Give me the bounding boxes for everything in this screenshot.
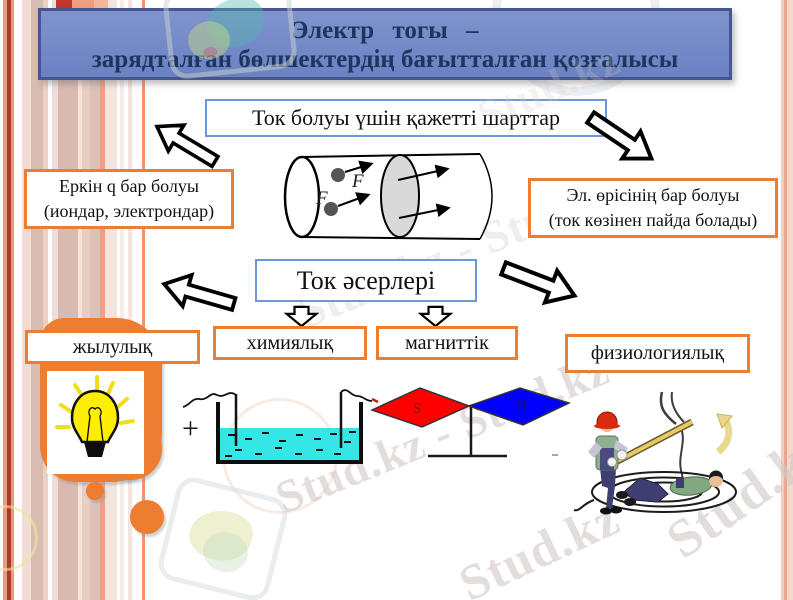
background-stripe (142, 0, 145, 600)
effect-box-physiological: физиологиялық (565, 334, 750, 373)
background-stripe (128, 0, 132, 600)
effect-label-physiological: физиологиялық (590, 342, 725, 364)
background-stripe (82, 0, 90, 600)
title-banner: Электр тогы – зарядталған бөлшектердің б… (38, 8, 732, 80)
north-pole-label: N (516, 398, 527, 414)
left-condition-box: Еркін q бар болуы (иондар, электрондар) (24, 169, 234, 229)
orange-bubble-circle (86, 482, 104, 500)
effect-label-thermal: жылулық (72, 336, 153, 358)
orange-bubble-circle (130, 500, 164, 534)
left-condition-line2: (иондар, электрондар) (43, 201, 215, 221)
down-arrow-to-magnetic (417, 305, 454, 328)
victim-figure (616, 470, 723, 506)
background-stripe (787, 0, 793, 600)
rescuer-figure (588, 411, 694, 515)
effect-box-chemical: химиялық (213, 326, 367, 360)
charge-particle (324, 202, 338, 216)
background-stripe (58, 0, 78, 600)
left-condition-line1: Еркін q бар болуы (58, 176, 200, 196)
down-arrow-to-chemical (283, 305, 320, 328)
polarity-label: + (182, 412, 199, 445)
background-stripe (105, 0, 117, 600)
charge-cylinder-diagram: F F (278, 142, 508, 260)
background-stripe (52, 0, 58, 600)
background-stripe (784, 0, 787, 600)
force-label: F (315, 188, 328, 209)
background-stripe (31, 0, 43, 600)
electrical-safety-scene (572, 391, 744, 530)
block-arrow-to-left-condition (143, 106, 228, 183)
background-stripe (43, 0, 48, 600)
right-condition-line1: Эл. өрісінің бар болуы (566, 185, 740, 205)
stud-logo-watermark (161, 0, 299, 81)
background-stripe (22, 0, 31, 600)
block-arrow-to-thermal (145, 261, 252, 327)
block-arrow-to-right-condition (575, 95, 668, 180)
electrolysis-bath-icon: + (178, 388, 383, 496)
background-stripe (100, 0, 105, 600)
effects-header-box: Ток әсерлері (255, 259, 477, 302)
conditions-header-box: Ток болуы үшін қажетті шарттар (205, 99, 607, 137)
background-stripe (3, 0, 7, 600)
background-stripe (11, 0, 14, 600)
right-condition-line2: (ток көзінен пайда болады) (548, 210, 758, 230)
background-stripe (7, 0, 11, 600)
background-stripe (90, 0, 100, 600)
south-pole-label: S (413, 401, 421, 417)
compass-magnet-icon: S N (369, 385, 578, 465)
block-arrow-to-physiological (485, 244, 593, 319)
background-stripe (78, 0, 82, 600)
effect-box-thermal: жылулық (25, 330, 200, 364)
title-line1: Электр тогы – (291, 17, 479, 44)
effect-box-magnetic: магниттік (376, 326, 518, 360)
force-label: F (351, 171, 364, 192)
background-stripe (120, 0, 124, 600)
north-pole-needle (466, 387, 572, 426)
conditions-header-label: Ток болуы үшін қажетті шарттар (251, 105, 561, 130)
effects-header-label: Ток әсерлері (296, 266, 436, 295)
light-bulb-image (47, 371, 144, 474)
title-line2: зарядталған бөлшектердің бағытталған қоз… (91, 46, 679, 73)
effect-label-chemical: химиялық (246, 332, 334, 354)
charge-particle (331, 168, 345, 182)
light-bulb-icon (55, 375, 135, 457)
right-condition-box: Эл. өрісінің бар болуы (ток көзінен пайд… (528, 178, 778, 238)
background-stripe (781, 0, 784, 600)
effect-label-magnetic: магниттік (405, 332, 489, 354)
